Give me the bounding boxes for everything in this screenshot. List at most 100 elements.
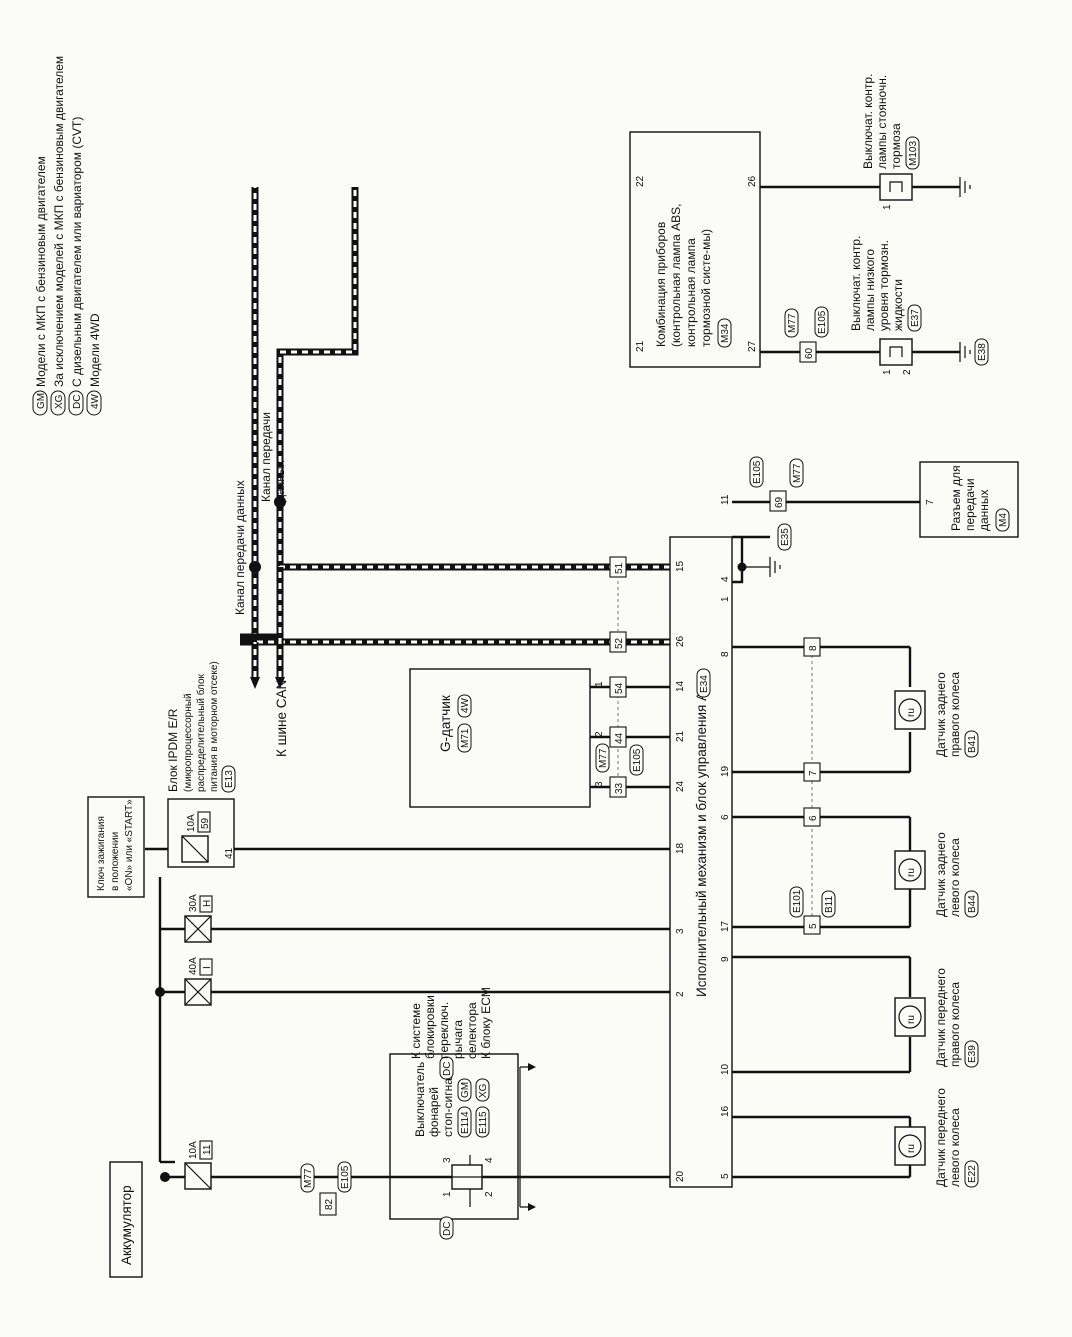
g-joint-c2-pill xyxy=(629,744,644,776)
fuse-10a-id: 11 xyxy=(202,1144,213,1155)
fluid-j2: E105 xyxy=(817,310,828,334)
brake-fluid-switch: 60 M77 E105 1 2 E38 Выключат. контр. лам… xyxy=(760,236,989,375)
wire-sensor-fr xyxy=(732,955,912,1074)
abs-pin-3: 3 xyxy=(675,928,686,934)
ignition-switch: Ключ зажигания в положении «ON» или «STA… xyxy=(87,796,145,898)
sensor-fr-coil-icon xyxy=(898,1005,922,1029)
joint-82-box xyxy=(319,1192,337,1216)
fuse-30a-id: H xyxy=(202,900,213,907)
battery-box xyxy=(109,1161,143,1278)
can-label-2: Канал передачи xyxy=(259,412,273,502)
abs-unit-label: Исполнительный механизм и блок управлени… xyxy=(694,674,709,997)
g-sensor-opt: 4W xyxy=(460,697,471,713)
sensor-rr-symbol: ru xyxy=(906,708,917,717)
wheel-joint-5-box xyxy=(803,915,821,935)
dc-tag-bottom: DC xyxy=(442,1222,453,1236)
g-sensor-box xyxy=(409,668,591,808)
g-joint-c2: E105 xyxy=(632,748,643,772)
sensor-rl-symbol: ru xyxy=(906,868,917,877)
stop-switch-conn1-pill xyxy=(457,1106,472,1138)
g-joint-54: 54 xyxy=(614,682,625,694)
fluid-gnd-pill xyxy=(974,338,989,366)
sensor-rl-line2: левого колеса xyxy=(948,838,962,917)
sensor-rl-line1: Датчик заднего xyxy=(934,832,948,917)
sensor-fr-box xyxy=(894,997,926,1037)
abs-pin-10: 10 xyxy=(720,1063,731,1075)
abs-pin-24: 24 xyxy=(675,780,686,792)
park-line1: Выключат. контр. xyxy=(861,74,875,169)
dc-tag-top-pill xyxy=(439,1056,454,1080)
wire-sensor-rl xyxy=(732,815,912,929)
abs-pin-9: 9 xyxy=(720,956,731,962)
fuse-10a-mark xyxy=(184,1162,212,1190)
stop-switch-conn2: E115 xyxy=(478,1111,489,1134)
dlc-line3: данных xyxy=(977,489,991,531)
wheel-joint-c2: B11 xyxy=(824,896,835,913)
joint-82-pin: 82 xyxy=(324,1198,335,1210)
abs-pin-20: 20 xyxy=(675,1170,686,1182)
wheel-joint-8-box xyxy=(803,637,821,657)
sensor-rr: ru Датчик заднего правого колеса B41 xyxy=(894,672,979,758)
fluid-joint-pin: 60 xyxy=(804,347,815,359)
abs-pin-26: 26 xyxy=(675,635,686,647)
park-ground-icon xyxy=(959,177,971,197)
g-sensor-opt-pill xyxy=(457,694,472,718)
interlock-line2: блокировки xyxy=(423,995,437,1059)
can-bus-text: К шине CAN xyxy=(274,680,289,757)
g-joint-connector: 33 44 54 M77 E105 xyxy=(595,676,644,798)
ignition-box xyxy=(87,796,145,898)
fluid-line1: Выключат. контр. xyxy=(849,236,863,331)
g-joint-44-box xyxy=(609,726,627,748)
sensor-fl-conn: E22 xyxy=(967,1165,978,1183)
park-switch-contact-icon xyxy=(889,181,903,192)
dlc-j2: M77 xyxy=(792,463,803,483)
g-joint-c1: M77 xyxy=(598,748,609,768)
fuse-40a-id-box xyxy=(199,958,213,976)
sensor-fr-conn-pill xyxy=(964,1040,979,1068)
stop-switch-pin3: 3 xyxy=(442,1157,453,1163)
wheel-joint-5: 5 xyxy=(808,923,819,929)
fluid-gnd: E38 xyxy=(977,343,988,361)
ground-e35: E35 xyxy=(732,523,792,584)
fluid-conn-pill xyxy=(907,304,922,332)
fluid-switch-body xyxy=(879,338,913,366)
sensor-fl-line1: Датчик переднего xyxy=(934,1088,948,1187)
can-line-h-inner xyxy=(253,187,670,644)
can-to-bus-outer xyxy=(251,567,284,677)
ipdm-line1: Блок IPDM E/R xyxy=(166,708,180,792)
battery: Аккумулятор xyxy=(109,1161,143,1278)
can-joint-52: 52 xyxy=(614,637,625,649)
can-bus: Канал передачи данных Канал передачи дан… xyxy=(233,187,670,757)
dlc-joint-pin: 69 xyxy=(774,496,785,508)
stop-switch-opt2: XG xyxy=(478,1083,489,1098)
wheel-joint-7-box xyxy=(803,762,821,782)
wire-sensor-fl xyxy=(732,1115,912,1179)
ground-e35-icon xyxy=(742,557,781,577)
interlock-line5: селектора xyxy=(465,1002,479,1059)
can-junction-h xyxy=(249,561,261,573)
fluid-line3: уровня тормозн. xyxy=(877,240,891,331)
legend: GM Модели с МКП с бензиновым двигателем … xyxy=(32,56,102,416)
sensor-fl-line2: левого колеса xyxy=(948,1108,962,1187)
sensor-fr: ru Датчик переднего правого колеса E39 xyxy=(894,968,979,1068)
legend-text-dc: С дизельным двигателем или вариатором (C… xyxy=(70,117,84,387)
g-joint-44: 44 xyxy=(614,732,625,744)
stop-switch-conn1: E114 xyxy=(460,1111,471,1134)
sensor-fr-symbol: ru xyxy=(906,1015,917,1024)
meter-pin-22: 22 xyxy=(635,175,646,187)
can-joint-51: 51 xyxy=(614,562,625,574)
g-sensor-pin3: 3 xyxy=(594,781,605,787)
ipdm-block: 10A 59 41 Блок IPDM E/R (микропроцессорн… xyxy=(166,661,236,868)
fuse-30a-rating: 30A xyxy=(188,894,199,912)
interlock-line3: переключ. xyxy=(437,1002,451,1059)
sensor-rl-conn: B44 xyxy=(967,895,978,913)
wheel-sensors: 5 6 7 8 E101 B11 ru Датчик переднего лев… xyxy=(732,637,979,1188)
ipdm-conn-pill xyxy=(221,765,236,793)
joint-82-c1-pill xyxy=(300,1163,315,1193)
stop-switch-pin4: 4 xyxy=(484,1157,495,1163)
can-arrow-l-icon xyxy=(275,677,285,689)
ipdm-fuse-id-box xyxy=(197,811,211,833)
ground-e35-text: E35 xyxy=(780,528,791,546)
sensor-fr-line2: правого колеса xyxy=(948,982,962,1067)
